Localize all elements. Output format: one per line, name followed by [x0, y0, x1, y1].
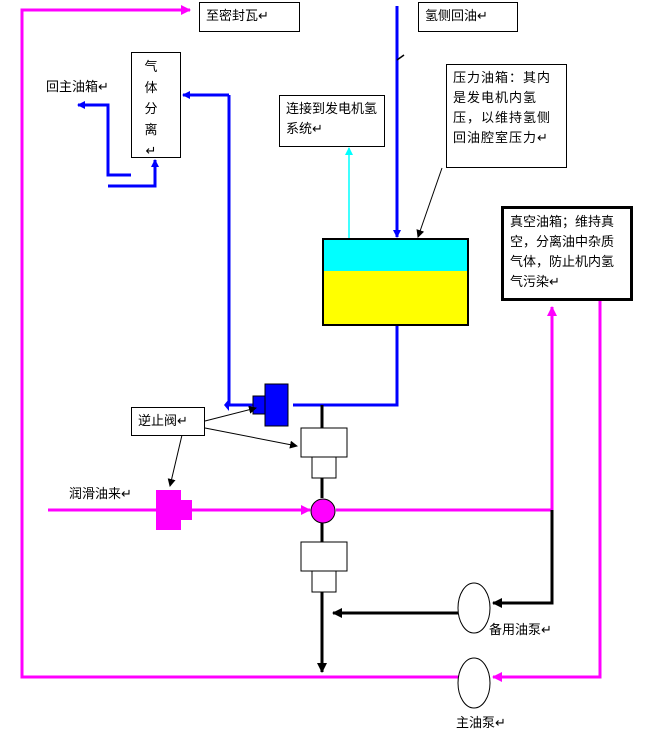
- annotation-pointers: [167, 167, 443, 487]
- lower-control-valve: [300, 541, 348, 593]
- check-valve-outlet-arrow: [224, 399, 229, 411]
- check-valve-label: 逆止阀↵: [131, 407, 205, 436]
- backup-oil-pump: [457, 582, 491, 634]
- h2-check-valve: [252, 383, 289, 427]
- pump-lines: [317, 405, 554, 673]
- pressure-tank-pointer: [416, 167, 443, 238]
- main-oil-pump: [457, 657, 491, 709]
- pressure-tank-label: 压力油箱：其内是发电机内氢压，以维持氢侧回油腔室压力↵: [446, 64, 567, 168]
- seal-label: 至密封瓦↵: [199, 2, 300, 32]
- lube-oil-inlet-label: 润滑油来↵: [69, 487, 132, 502]
- gas-separator-label: 气体分离↵: [144, 60, 158, 159]
- check-valve-pointer-2: [204, 427, 298, 449]
- hydrogen-side-oil-lines: [77, 6, 401, 407]
- main-pump-label: 主油泵↵: [456, 716, 506, 731]
- tank-outlet-line: [293, 325, 399, 407]
- tank-gas-space: [324, 240, 467, 271]
- gas-separator: 气体分离↵: [131, 52, 181, 159]
- generator-connection-label: 连接到发电机氢系统↵: [279, 95, 385, 147]
- separator-bypass-line: [108, 159, 159, 188]
- backup-pump-label: 备用油泵↵: [489, 623, 552, 638]
- vacuum-tank: 真空油箱；维持真空，分离油中杂质气体，防止机内氢气污染↵: [501, 206, 633, 301]
- seal-supply-line: [20, 5, 472, 679]
- check-valve-pointer-1: [204, 405, 257, 422]
- separator-drain-line: [77, 101, 131, 177]
- h2-inlet-tick: [396, 54, 405, 61]
- lube-check-valve: [156, 490, 192, 530]
- upper-control-valve: [300, 427, 348, 479]
- pressure-oil-tank: [322, 238, 469, 326]
- check-valve-pointer-3: [167, 434, 183, 487]
- oil-junction-node: [310, 498, 336, 524]
- to-separator-line: [227, 95, 253, 407]
- vacuum-return-line: [492, 298, 602, 682]
- backup-pump-feed: [492, 510, 554, 608]
- tank-oil-space: [324, 271, 467, 324]
- air-side-oil-lines: [20, 5, 602, 682]
- vacuum-tank-label: 真空油箱；维持真空，分离油中杂质气体，防止机内氢气污染↵: [510, 215, 615, 290]
- h2-return-label: 氢侧回油↵: [418, 2, 518, 32]
- return-main-tank-label: 回主油箱↵: [46, 80, 109, 95]
